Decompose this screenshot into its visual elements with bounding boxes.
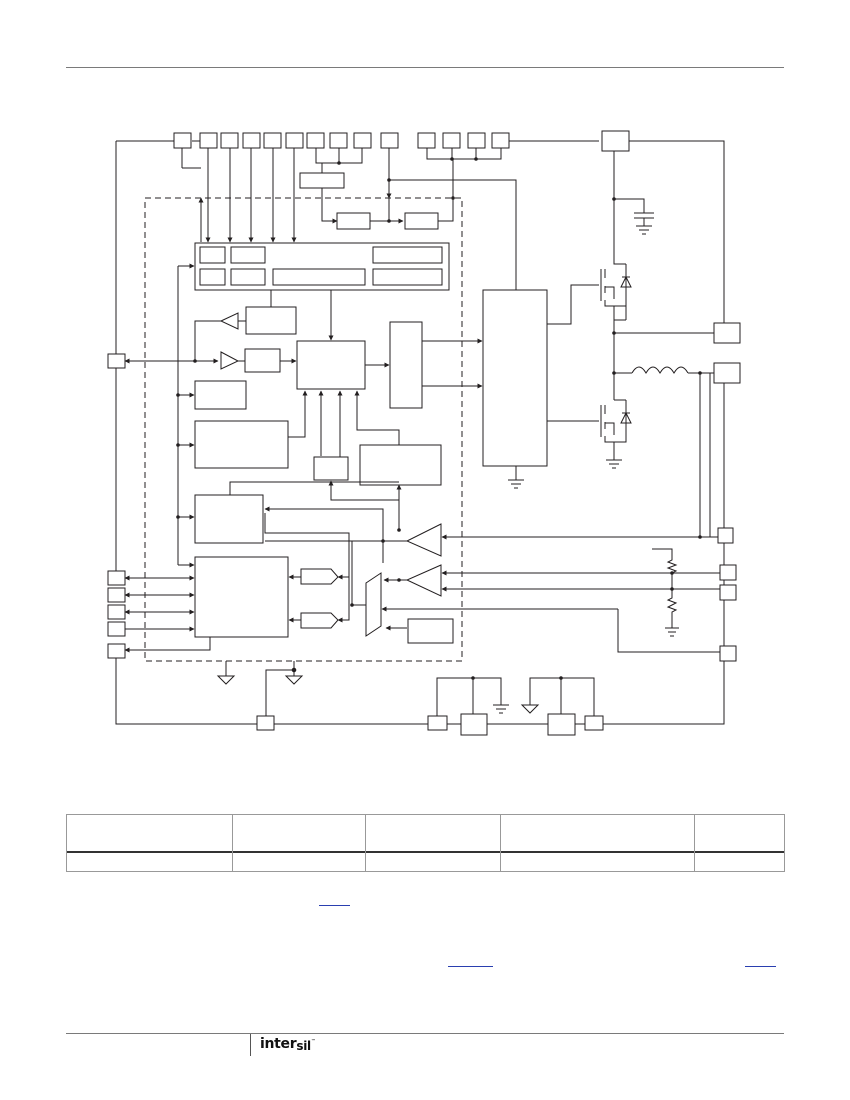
block-a [194,380,247,410]
header-rule [66,67,784,68]
table-header [67,815,784,853]
mux [365,572,382,637]
footer-rule [66,1033,784,1034]
left-io-pins [107,570,126,659]
block-c [359,444,442,486]
low-side-fet [600,399,632,469]
ordering-table [66,814,785,872]
register-block [194,242,450,291]
control-block [194,494,264,544]
hyperlink-2[interactable] [448,966,493,967]
buffer-block [245,306,297,335]
intersil-logo: intersil™ [260,1036,316,1053]
inductor [631,366,689,374]
top-pins [173,130,630,152]
hyperlink-3[interactable] [745,966,776,967]
junctions [176,157,702,680]
interface-block [194,556,289,638]
vout-pin [713,362,741,384]
pin-lines [181,148,517,290]
gate-driver [389,321,423,409]
block-b [194,420,289,469]
small-block-1 [336,212,371,230]
lx-pin [713,322,741,344]
block-diagram [107,130,741,736]
small-block-2 [404,212,439,230]
hyperlink-1[interactable] [319,905,350,906]
rt-block [299,172,345,189]
control-logic [296,340,366,390]
left-pin [107,353,126,369]
left-bus [177,265,194,566]
high-side-fet [600,151,632,321]
output-stage [482,289,548,467]
footer-divider [250,1034,251,1056]
outer-frame [115,140,725,725]
